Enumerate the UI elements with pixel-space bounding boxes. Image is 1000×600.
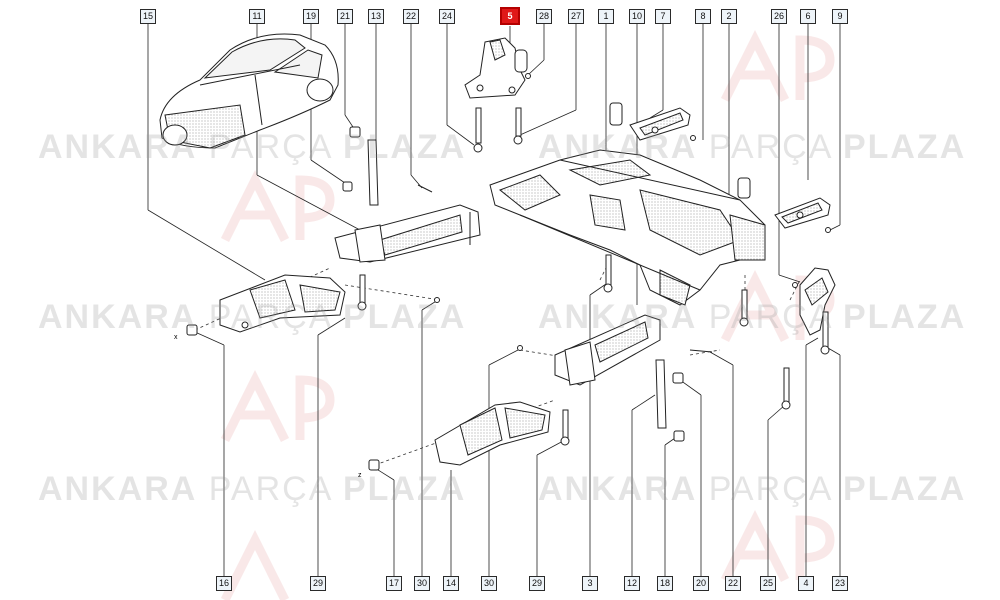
car-illustration	[159, 33, 339, 149]
callout-10: 10	[629, 9, 645, 24]
bolts	[357, 107, 830, 446]
callout-25: 25	[760, 576, 776, 591]
bushings	[609, 102, 751, 199]
callout-22: 22	[725, 576, 741, 591]
wm-parca: PARÇA	[708, 298, 832, 336]
wm-plaza: PLAZA	[342, 298, 467, 336]
callout-30: 30	[481, 576, 497, 591]
callout-24: 24	[439, 9, 455, 24]
callout-17: 17	[386, 576, 402, 591]
callout-20: 20	[693, 576, 709, 591]
callout-26: 26	[771, 9, 787, 24]
callout-12: 12	[624, 576, 640, 591]
wm-parca: PARÇA	[208, 128, 332, 166]
callout-22: 22	[403, 9, 419, 24]
callout-16: 16	[216, 576, 232, 591]
wm-plaza: PLAZA	[842, 128, 967, 166]
wm-parca: PARÇA	[208, 298, 332, 336]
watermark-row: ANKARA PARÇA PLAZA	[538, 298, 966, 337]
wm-plaza: PLAZA	[342, 128, 467, 166]
watermark-row: ANKARA PARÇA PLAZA	[538, 128, 966, 167]
rail-11	[334, 204, 481, 263]
callout-9: 9	[832, 9, 848, 24]
wm-ankara: ANKARA	[538, 470, 698, 508]
callout-5-highlighted: 5	[500, 7, 520, 25]
arm-7	[629, 107, 691, 141]
bracket-4	[799, 267, 836, 336]
callout-15: 15	[140, 9, 156, 24]
watermark-row: ANKARA PARÇA PLAZA	[538, 470, 966, 509]
mark-z: z	[358, 472, 362, 479]
callout-2: 2	[721, 9, 737, 24]
callout-27: 27	[568, 9, 584, 24]
arm-6	[774, 197, 831, 229]
rail-10	[554, 314, 661, 386]
wm-plaza: PLAZA	[342, 470, 467, 508]
watermark-row: ANKARA PARÇA PLAZA	[38, 128, 466, 167]
wm-parca: PARÇA	[708, 128, 832, 166]
logo-watermarks	[220, 29, 835, 600]
wm-ankara: ANKARA	[538, 128, 698, 166]
callout-3: 3	[582, 576, 598, 591]
bracket-5	[464, 37, 528, 99]
subframe	[489, 149, 766, 306]
wm-ankara: ANKARA	[38, 128, 198, 166]
callout-14: 14	[443, 576, 459, 591]
wm-parca: PARÇA	[708, 470, 832, 508]
watermark-row: ANKARA PARÇA PLAZA	[38, 470, 466, 509]
callout-29: 29	[529, 576, 545, 591]
callout-1: 1	[598, 9, 614, 24]
mark-x: x	[174, 334, 178, 341]
wm-plaza: PLAZA	[842, 298, 967, 336]
wm-ankara: ANKARA	[38, 298, 198, 336]
callout-23: 23	[832, 576, 848, 591]
wm-ankara: ANKARA	[538, 298, 698, 336]
callout-19: 19	[303, 9, 319, 24]
leader-lines	[147, 24, 841, 578]
callout-29: 29	[310, 576, 326, 591]
callout-11: 11	[249, 9, 265, 24]
nuts	[186, 73, 831, 471]
callout-30: 30	[414, 576, 430, 591]
wm-plaza: PLAZA	[842, 470, 967, 508]
callout-6: 6	[800, 9, 816, 24]
watermark-row: ANKARA PARÇA PLAZA	[38, 298, 466, 337]
callout-7: 7	[655, 9, 671, 24]
bracket-14	[434, 401, 551, 466]
wm-ankara: ANKARA	[38, 470, 198, 508]
callout-8: 8	[695, 9, 711, 24]
callout-13: 13	[368, 9, 384, 24]
callout-21: 21	[337, 9, 353, 24]
bracket-29a	[219, 274, 346, 333]
wm-parca: PARÇA	[208, 470, 332, 508]
callout-4: 4	[798, 576, 814, 591]
callout-18: 18	[657, 576, 673, 591]
callout-28: 28	[536, 9, 552, 24]
stays	[367, 139, 667, 429]
